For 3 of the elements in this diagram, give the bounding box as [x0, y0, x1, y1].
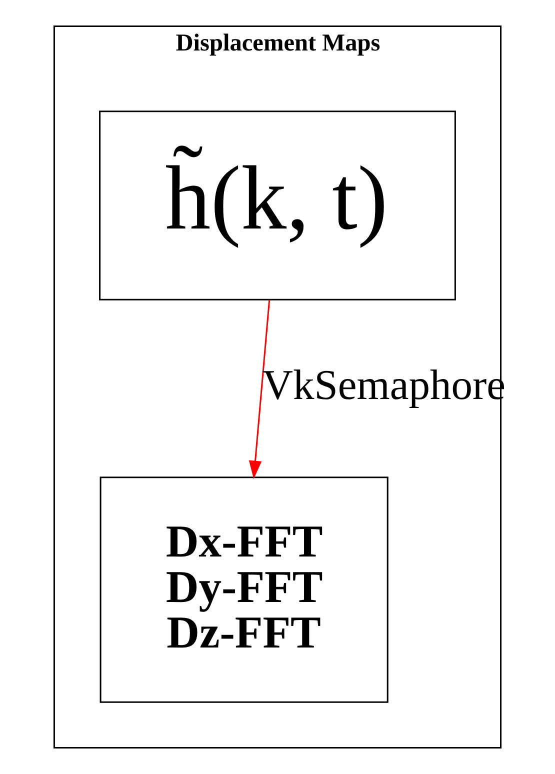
node-box: h̃(k, t) [99, 110, 456, 300]
arrow [248, 300, 270, 479]
node-box: Dx-FFT Dy-FFT Dz-FFT [100, 476, 388, 703]
